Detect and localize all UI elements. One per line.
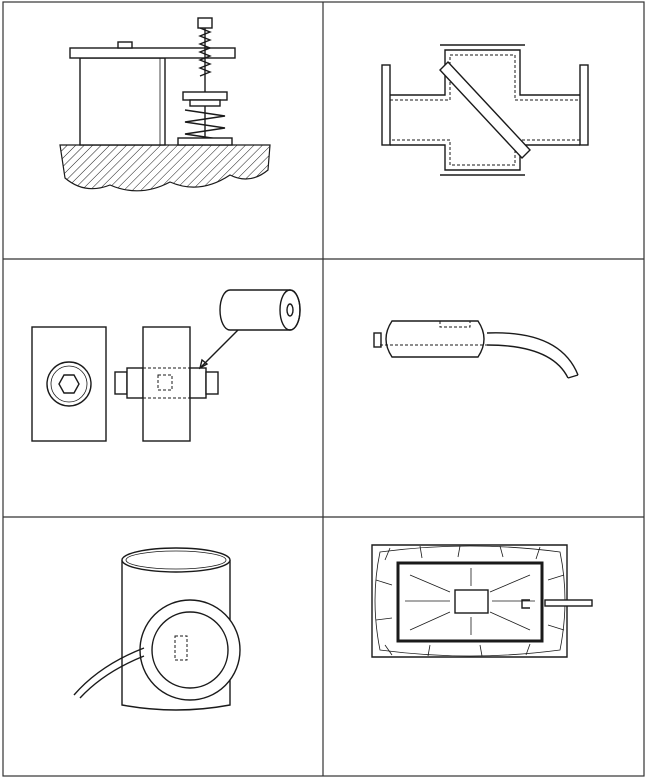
pipe-cross-valve-icon (381, 44, 589, 176)
embedded-rect-sensor-icon (371, 544, 593, 658)
bolt-sensor-block-icon (31, 289, 301, 442)
spring-mount-icon (59, 17, 271, 192)
cylindrical-sensor-cable-icon (373, 320, 579, 379)
cylinder-pad-sensor-icon (73, 547, 241, 711)
